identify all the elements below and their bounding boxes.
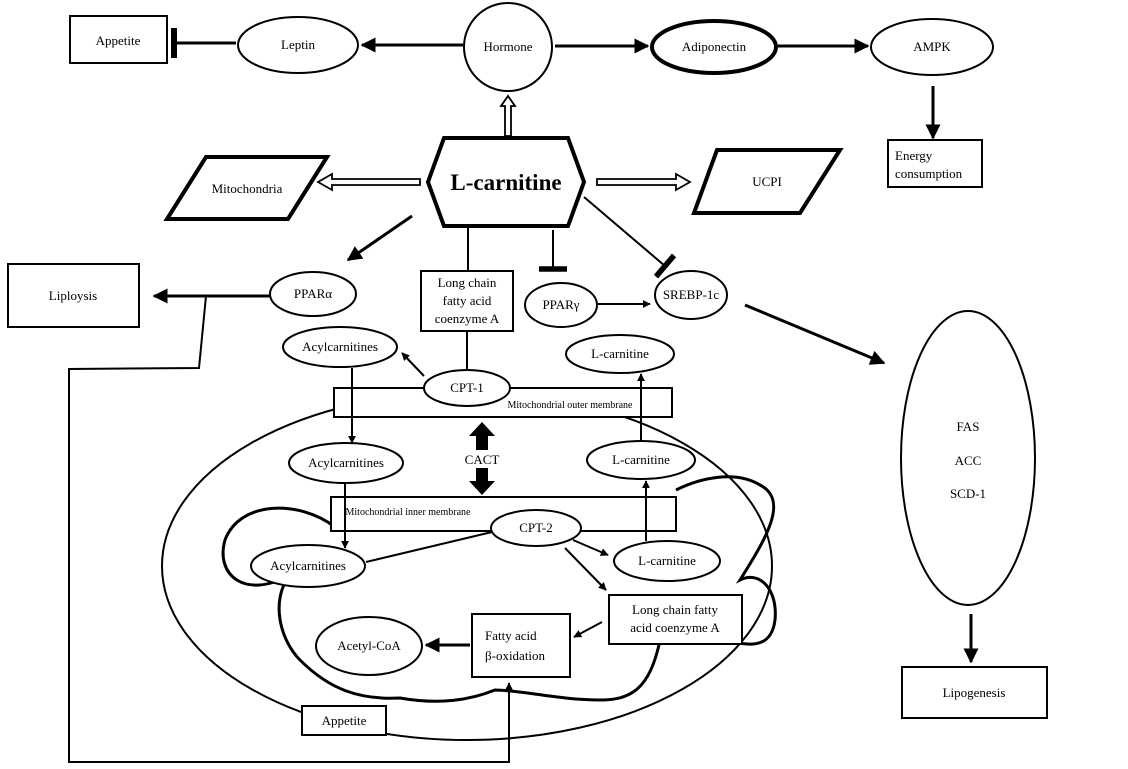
liploysis-box	[7, 263, 140, 328]
ucpi-label: UCPI	[752, 174, 782, 189]
l-carnitine-hexagon	[425, 136, 587, 228]
ampk-label: AMPK	[913, 39, 951, 54]
lcarnitine-low-node	[613, 540, 721, 582]
inner-membrane-cristae	[221, 475, 777, 703]
cpt2-to-lcfa-low	[564, 547, 607, 591]
lcfa-low-to-beta	[573, 621, 603, 638]
lcarnitine-low-label: L-carnitine	[638, 553, 696, 568]
lcfa-line3: coenzyme A	[435, 311, 500, 326]
ppar-alpha-node	[269, 271, 357, 317]
acyl-low-to-cpt2	[365, 531, 493, 563]
ampk-node	[870, 18, 994, 76]
acylcarnitines-mid-label: Acylcarnitines	[308, 455, 384, 470]
appetite-top-box	[69, 15, 168, 64]
appetite-bottom-box	[301, 705, 387, 736]
lcarnitine-top-label: L-carnitine	[591, 346, 649, 361]
ppar-alpha-label: PPARα	[294, 286, 332, 301]
acylcarnitines-low-label: Acylcarnitines	[270, 558, 346, 573]
beta-line2: β-oxidation	[485, 648, 546, 663]
ppar-alpha-long-pathway	[68, 295, 513, 763]
hormone-label: Hormone	[483, 39, 532, 54]
acylcarnitines-top-node	[282, 326, 398, 368]
adiponectin-node	[650, 19, 778, 75]
hollow-arrow-to-hormone	[499, 94, 517, 137]
lipogenesis-box	[901, 666, 1048, 719]
lcfa-coa-box-top	[420, 270, 514, 332]
ppar-gamma-node	[524, 282, 598, 328]
mitochondria-label: Mitochondria	[212, 181, 283, 196]
hollow-arrow-to-ucpi	[596, 172, 692, 192]
hormone-node	[463, 2, 553, 92]
liploysis-label: Liploysis	[49, 288, 97, 303]
lcarnitine-mid-node	[586, 440, 696, 480]
ucpi-parallelogram	[691, 148, 844, 215]
srebp-node	[654, 270, 728, 320]
lcfa2-line1: Long chain fatty	[632, 602, 718, 617]
acylcarnitines-low-node	[250, 544, 366, 588]
acylcarnitines-top-label: Acylcarnitines	[302, 339, 378, 354]
lcfa-line2: fatty acid	[443, 293, 492, 308]
srebp-to-lipogenic-enzymes	[744, 303, 886, 365]
appetite-bottom-label: Appetite	[322, 713, 367, 728]
lipogenic-enzymes-ellipse	[900, 310, 1036, 606]
acc-label: ACC	[955, 453, 982, 468]
energy-label-line2: consumption	[895, 166, 963, 181]
cact-double-arrow-lower	[469, 468, 495, 495]
mitochondria-parallelogram	[163, 155, 331, 221]
inner-membrane-label: Mitochondrial inner membrane	[346, 507, 472, 518]
srebp-label: SREBP-1c	[663, 287, 720, 302]
lcfa2-line2: acid coenzyme A	[630, 620, 720, 635]
cpt2-label: CPT-2	[519, 520, 552, 535]
beta-oxidation-box	[471, 613, 571, 678]
cpt1-to-acylcarnitines	[401, 352, 425, 377]
adiponectin-label: Adiponectin	[682, 39, 747, 54]
appetite-top-label: Appetite	[96, 33, 141, 48]
scd-label: SCD-1	[950, 486, 986, 501]
energy-consumption-box	[887, 139, 983, 188]
lcfa-coa-box-low	[608, 594, 743, 645]
lcarnitine-inhibits-srebp	[583, 196, 677, 279]
lcfa-line1: Long chain	[438, 275, 497, 290]
lcarnitine-to-ppar-alpha	[346, 214, 413, 262]
leptin-label: Leptin	[281, 37, 315, 52]
beta-line1: Fatty acid	[485, 628, 537, 643]
cpt2-to-lcarnitine-low	[572, 539, 609, 556]
lipogenesis-label: Lipogenesis	[943, 685, 1006, 700]
lcarnitine-top-node	[565, 334, 675, 374]
lcarnitine-mid-label: L-carnitine	[612, 452, 670, 467]
leptin-node	[237, 16, 359, 74]
hollow-arrow-to-mitochondria	[316, 172, 421, 192]
l-carnitine-center-label: L-carnitine	[450, 170, 561, 195]
outer-membrane-label: Mitochondrial outer membrane	[508, 400, 634, 411]
cact-label: CACT	[465, 452, 500, 467]
acetyl-coa-node	[315, 616, 423, 676]
energy-label-line1: Energy	[895, 148, 933, 163]
acetyl-coa-label: Acetyl-CoA	[337, 638, 401, 653]
cpt2-node	[490, 509, 582, 547]
cact-double-arrow	[469, 422, 495, 450]
fas-label: FAS	[957, 419, 980, 434]
cpt1-label: CPT-1	[450, 380, 483, 395]
ppar-gamma-label: PPARγ	[542, 297, 579, 312]
